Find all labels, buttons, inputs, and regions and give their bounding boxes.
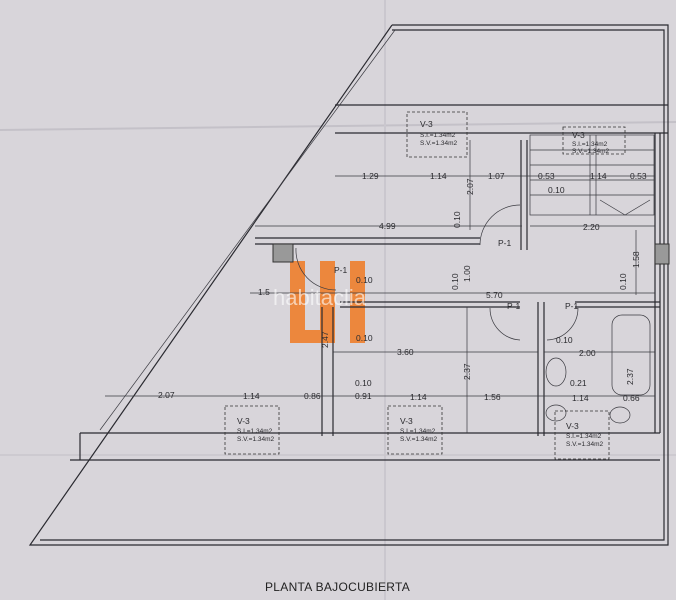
svg-text:V-3: V-3 [566, 421, 579, 431]
svg-text:1.14: 1.14 [590, 171, 607, 181]
svg-text:2.37: 2.37 [625, 368, 635, 385]
toilet-icon [545, 404, 567, 422]
svg-text:S.V.=1.34m2: S.V.=1.34m2 [566, 441, 604, 448]
svg-text:2.37: 2.37 [462, 363, 472, 380]
svg-text:0.10: 0.10 [356, 275, 373, 285]
svg-text:V-3: V-3 [400, 416, 413, 426]
svg-text:0.10: 0.10 [356, 333, 373, 343]
svg-text:S.V.=1.34m2: S.V.=1.34m2 [237, 436, 275, 443]
window-v3: V-3 S.I.=1.34m2 S.V.=1.34m2 [387, 405, 443, 455]
svg-text:1.14: 1.14 [243, 391, 260, 401]
svg-text:2.07: 2.07 [465, 178, 475, 195]
svg-text:1.07: 1.07 [488, 171, 505, 181]
svg-text:S.I.=1.34m2: S.I.=1.34m2 [572, 141, 608, 148]
window-v3: V-3 S.I.=1.34m2 S.V.=1.34m2 [554, 410, 610, 460]
svg-text:5.70: 5.70 [486, 290, 503, 300]
svg-text:0.91: 0.91 [355, 391, 372, 401]
door-label: P-1 [565, 301, 579, 311]
svg-text:S.V.=1.34m2: S.V.=1.34m2 [400, 436, 438, 443]
svg-text:2.47: 2.47 [320, 331, 330, 348]
svg-text:S.V.=1.34m2: S.V.=1.34m2 [572, 148, 610, 155]
svg-text:1.14: 1.14 [572, 393, 589, 403]
svg-text:1.00: 1.00 [462, 265, 472, 282]
svg-text:S.I.=1.34m2: S.I.=1.34m2 [420, 132, 456, 139]
svg-text:0.21: 0.21 [570, 378, 587, 388]
svg-text:S.V.=1.34m2: S.V.=1.34m2 [420, 140, 458, 147]
svg-text:0.66: 0.66 [623, 393, 640, 403]
svg-text:4.99: 4.99 [379, 221, 396, 231]
svg-text:2.20: 2.20 [583, 222, 600, 232]
door-label: P-1 [498, 238, 512, 248]
svg-text:0.10: 0.10 [548, 185, 565, 195]
svg-text:1.14: 1.14 [430, 171, 447, 181]
window-v3: V-3 S.I.=1.34m2 S.V.=1.34m2 [406, 111, 468, 158]
svg-text:0.10: 0.10 [355, 378, 372, 388]
window-v3: V-3 S.I.=1.34m2 S.V.=1.34m2 [224, 405, 280, 455]
door-label: P-1 [334, 265, 348, 275]
walls [28, 24, 670, 546]
svg-text:1.14: 1.14 [410, 392, 427, 402]
column [654, 243, 670, 265]
toilet-icon [609, 406, 631, 424]
svg-text:1.29: 1.29 [362, 171, 379, 181]
svg-text:0.10: 0.10 [452, 211, 462, 228]
column [272, 243, 294, 263]
plan-title: PLANTA BAJOCUBIERTA [265, 580, 410, 594]
svg-text:0.10: 0.10 [556, 335, 573, 345]
svg-text:S.I.=1.34m2: S.I.=1.34m2 [237, 428, 273, 435]
svg-text:1.58: 1.58 [631, 251, 641, 268]
svg-text:S.I.=1.34m2: S.I.=1.34m2 [566, 433, 602, 440]
svg-text:0.10: 0.10 [450, 273, 460, 290]
svg-text:3.60: 3.60 [397, 347, 414, 357]
sink-icon [545, 357, 567, 387]
svg-text:V-3: V-3 [420, 119, 433, 129]
dimension-lines [105, 140, 655, 433]
window-v3: V-3 S.I.=1.34m2 S.V.=1.34m2 [562, 126, 626, 155]
staircase [529, 134, 655, 216]
door-swings [295, 204, 579, 341]
door-label: P-1 [507, 301, 521, 311]
svg-text:2.00: 2.00 [579, 348, 596, 358]
svg-text:0.86: 0.86 [304, 391, 321, 401]
agency-logo [290, 261, 365, 343]
svg-text:0.53: 0.53 [630, 171, 647, 181]
svg-text:0.10: 0.10 [618, 273, 628, 290]
svg-text:S.I.=1.34m2: S.I.=1.34m2 [400, 428, 436, 435]
watermark: habitaclia [273, 285, 367, 310]
bathtub-icon [611, 314, 651, 396]
svg-text:V-3: V-3 [572, 130, 585, 140]
svg-text:0.53: 0.53 [538, 171, 555, 181]
svg-text:2.07: 2.07 [158, 390, 175, 400]
bathroom-fixtures [545, 314, 651, 424]
svg-text:1.5: 1.5 [258, 287, 270, 297]
svg-text:1.56: 1.56 [484, 392, 501, 402]
dimension-labels: 1.29 1.14 1.07 0.53 1.14 0.53 0.10 2.07 … [158, 171, 647, 403]
svg-text:V-3: V-3 [237, 416, 250, 426]
